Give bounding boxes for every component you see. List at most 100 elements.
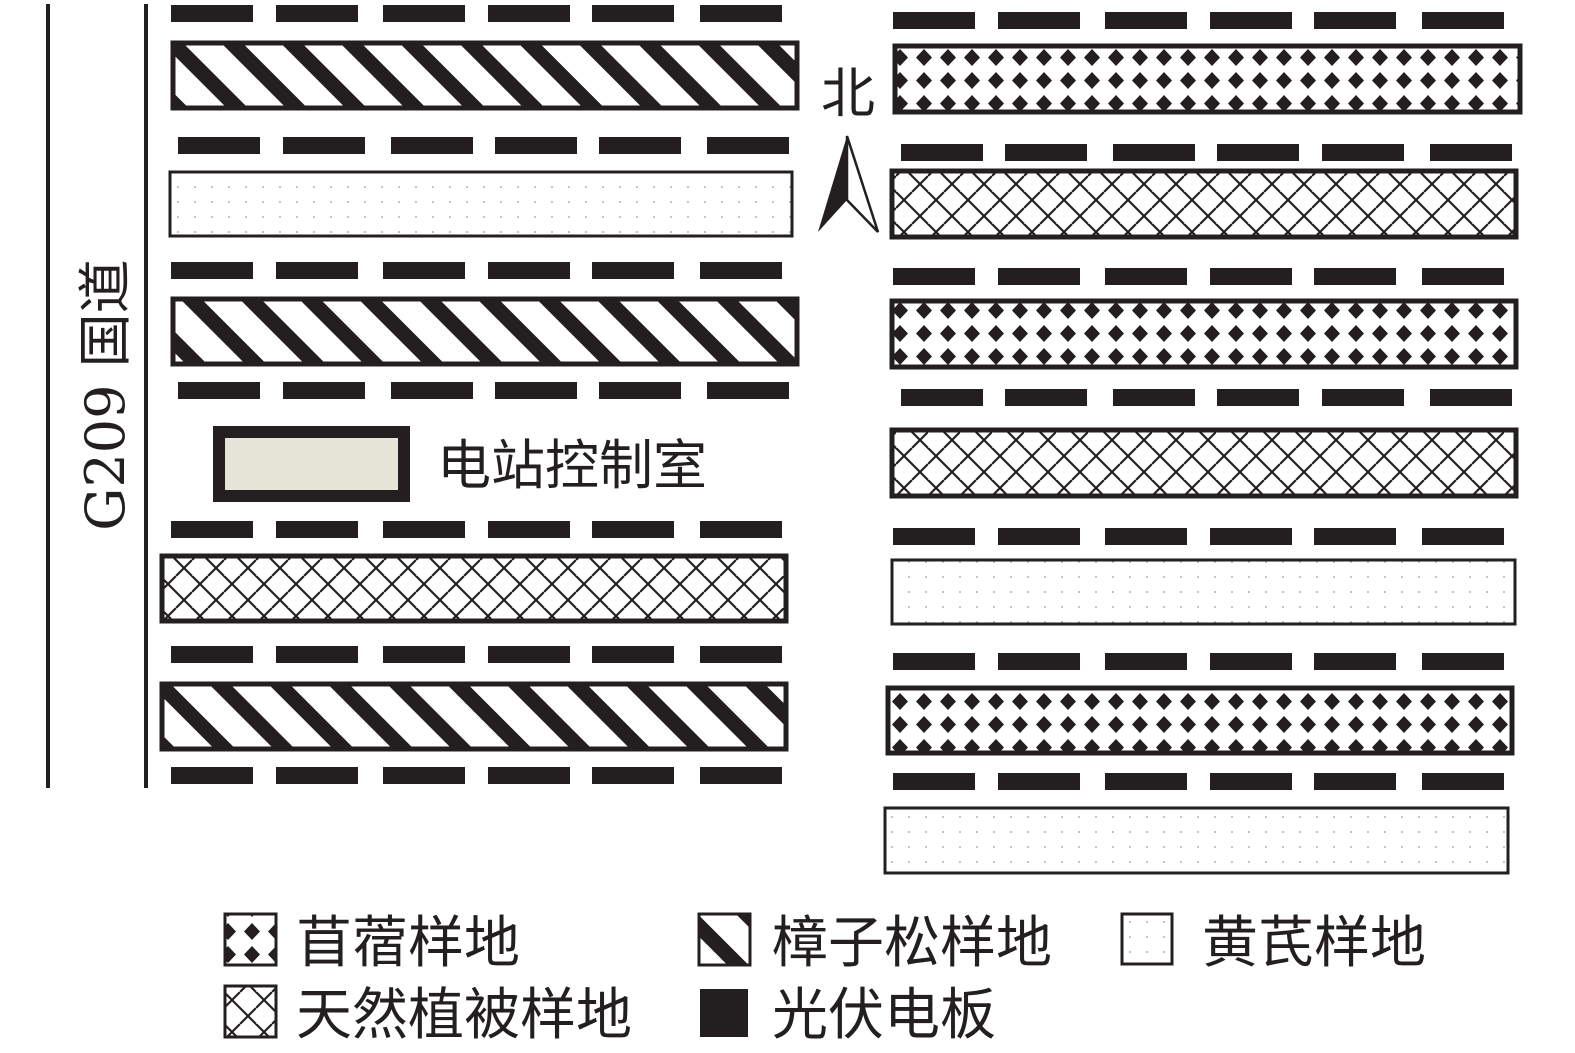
legend-label-muxu: 苜蓿样地 (296, 911, 520, 976)
pv-panel (1422, 528, 1504, 545)
pv-panel (1430, 389, 1512, 406)
pv-panel (700, 5, 782, 22)
pv-panel (700, 646, 782, 663)
pv-panel (700, 767, 782, 784)
pv-panel (1314, 773, 1396, 790)
pv-panel (1322, 389, 1404, 406)
pv-panel (383, 521, 465, 538)
pv-panel (171, 5, 253, 22)
pv-panel (178, 382, 260, 399)
north-arrow-icon (818, 135, 880, 233)
pv-panel (998, 12, 1080, 29)
pv-panel (283, 382, 365, 399)
pv-panel (893, 773, 975, 790)
pv-panel (276, 646, 358, 663)
pv-panel (700, 521, 782, 538)
pv-panel (893, 12, 975, 29)
plot-huangqi (168, 170, 794, 238)
pv-panel (391, 382, 473, 399)
road-edge-left (46, 4, 50, 788)
pv-panel (1005, 144, 1087, 161)
pv-panel (592, 521, 674, 538)
pv-panel (171, 262, 253, 279)
pv-panel (1105, 268, 1187, 285)
pv-panel (495, 137, 577, 154)
pv-panel (1005, 389, 1087, 406)
legend-swatch-zhangzisong (697, 912, 752, 967)
pv-panel (276, 767, 358, 784)
plot-zhangzisong (170, 40, 800, 111)
plot-tianran (889, 168, 1519, 240)
pv-panel (1314, 268, 1396, 285)
pv-panel (383, 646, 465, 663)
plot-zhangzisong (159, 681, 789, 752)
legend-label-pv: 光伏电板 (772, 983, 996, 1048)
pv-panel (488, 262, 570, 279)
pv-panel (1210, 12, 1292, 29)
pv-panel (707, 382, 789, 399)
pv-panel (1105, 653, 1187, 670)
pv-panel (1113, 389, 1195, 406)
plot-zhangzisong (170, 296, 800, 367)
pv-panel (1422, 12, 1504, 29)
pv-panel (998, 268, 1080, 285)
pv-panel (488, 646, 570, 663)
pv-panel (276, 262, 358, 279)
north-label: 北 (821, 62, 875, 125)
plot-tianran (889, 427, 1519, 499)
pv-panel (1314, 12, 1396, 29)
legend-swatch-pv (700, 989, 748, 1037)
control-room (213, 426, 410, 502)
pv-panel (893, 528, 975, 545)
pv-panel (1314, 528, 1396, 545)
legend-label-zhangzisong: 樟子松样地 (772, 911, 1052, 976)
plot-huangqi (890, 558, 1517, 626)
pv-panel (383, 262, 465, 279)
pv-panel (1217, 144, 1299, 161)
pv-panel (1314, 653, 1396, 670)
pv-panel (276, 5, 358, 22)
pv-panel (998, 653, 1080, 670)
pv-panel (1322, 144, 1404, 161)
pv-panel (391, 137, 473, 154)
plot-muxu (885, 685, 1515, 756)
legend-label-tianran: 天然植被样地 (296, 983, 632, 1048)
pv-panel (998, 528, 1080, 545)
pv-panel (592, 767, 674, 784)
control-room-label: 电站控制室 (437, 434, 707, 497)
plot-huangqi (883, 806, 1510, 875)
pv-panel (383, 767, 465, 784)
pv-panel (283, 137, 365, 154)
pv-panel (901, 144, 983, 161)
pv-panel (1210, 773, 1292, 790)
legend-swatch-tianran (223, 984, 278, 1039)
pv-panel (893, 653, 975, 670)
pv-panel (495, 382, 577, 399)
pv-panel (488, 521, 570, 538)
plot-muxu (892, 43, 1523, 115)
pv-panel (171, 767, 253, 784)
pv-panel (599, 137, 681, 154)
pv-panel (178, 137, 260, 154)
pv-panel (383, 5, 465, 22)
pv-panel (901, 389, 983, 406)
pv-panel (1217, 389, 1299, 406)
pv-panel (700, 262, 782, 279)
pv-panel (488, 767, 570, 784)
road-label: G209 国道 (74, 259, 137, 530)
pv-panel (1105, 12, 1187, 29)
legend-label-huangqi: 黄芪样地 (1202, 911, 1426, 976)
pv-panel (1105, 773, 1187, 790)
pv-panel (893, 268, 975, 285)
pv-panel (592, 5, 674, 22)
pv-panel (599, 382, 681, 399)
pv-panel (171, 521, 253, 538)
legend: 苜蓿样地 樟子松样地 黄芪样地 天然植被样地 光伏电板 (223, 911, 1426, 1048)
pv-panel (276, 521, 358, 538)
pv-panel (171, 646, 253, 663)
pv-panel (1210, 268, 1292, 285)
pv-panel (1430, 144, 1512, 161)
pv-panel (1210, 653, 1292, 670)
legend-swatch-huangqi (1120, 912, 1174, 966)
